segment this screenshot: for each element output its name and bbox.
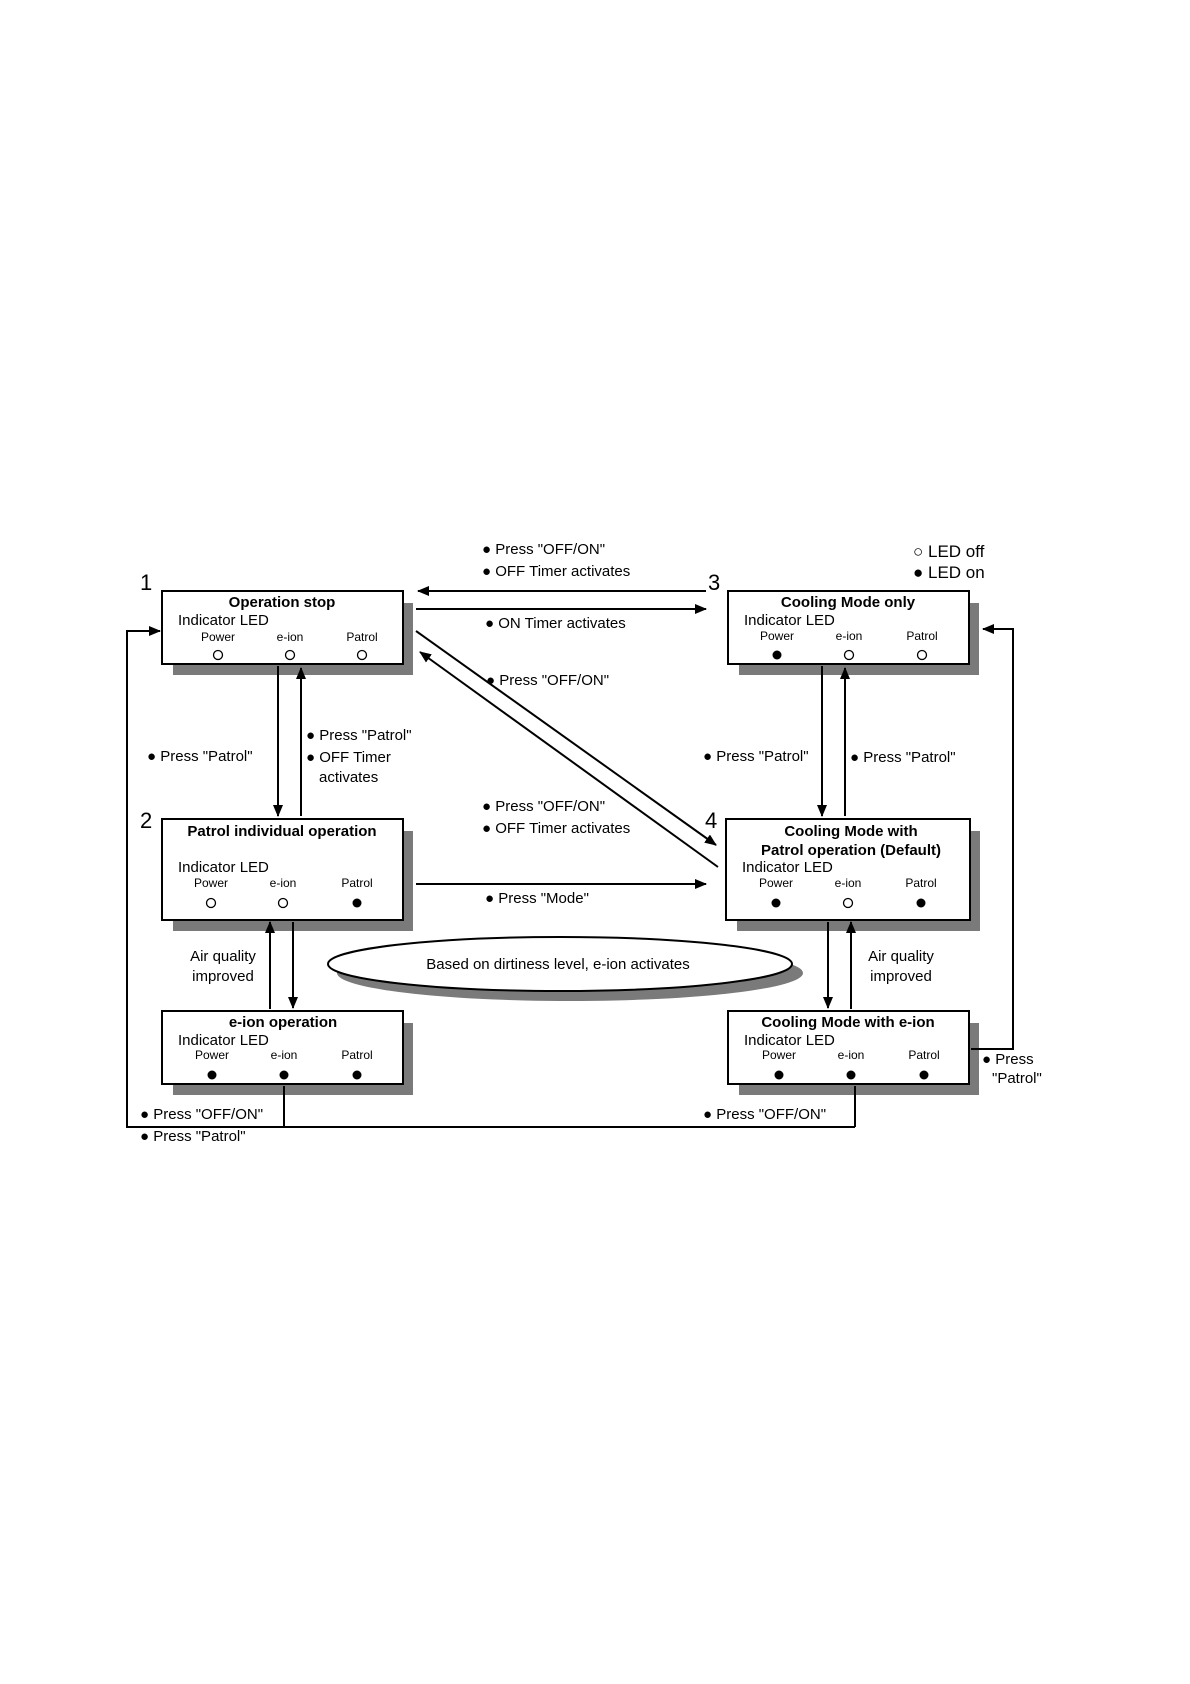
led-label-power: Power bbox=[760, 629, 794, 643]
arrow-s6-to-s3 bbox=[971, 624, 1014, 1050]
led-label-eion: e-ion bbox=[835, 876, 862, 890]
arrow-bottom-to-s1 bbox=[126, 626, 855, 1128]
legend-led-off: ○ LED off bbox=[913, 542, 985, 561]
label-s3-to-s1-a: ● Press "OFF/ON" bbox=[482, 541, 605, 558]
led-label-eion: e-ion bbox=[838, 1048, 865, 1062]
indicator-led-label: Indicator LED bbox=[178, 1032, 269, 1049]
state-cooling-mode-with-e-ion: Cooling Mode with e-ion Indicator LED Po… bbox=[727, 1010, 979, 1095]
indicator-led-label: Indicator LED bbox=[178, 859, 269, 876]
indicator-led-label: Indicator LED bbox=[742, 859, 833, 876]
label-s2-to-s4: ● Press "Mode" bbox=[485, 890, 589, 907]
label-s6-to-s3-b: "Patrol" bbox=[992, 1070, 1042, 1087]
led-patrol bbox=[919, 1070, 929, 1080]
label-s1-to-s3: ● ON Timer activates bbox=[485, 615, 626, 632]
note-text: Based on dirtiness level, e-ion activate… bbox=[426, 956, 689, 973]
led-eion bbox=[284, 649, 296, 661]
label-s3-to-s1-b: ● OFF Timer activates bbox=[482, 563, 630, 580]
label-s6-to-s1: ● Press "OFF/ON" bbox=[703, 1106, 826, 1123]
note-ellipse bbox=[327, 936, 793, 992]
led-eion bbox=[277, 897, 289, 909]
led-label-power: Power bbox=[201, 630, 235, 644]
arrow-s4-to-s1 bbox=[419, 651, 719, 868]
state-title: Cooling Mode only bbox=[781, 594, 916, 611]
state-title: Cooling Mode with e-ion bbox=[761, 1014, 934, 1031]
state-number: 2 bbox=[140, 808, 152, 833]
indicator-led-label: Indicator LED bbox=[744, 1032, 835, 1049]
led-label-power: Power bbox=[762, 1048, 796, 1062]
state-title: Patrol individual operation bbox=[187, 823, 376, 840]
led-label-patrol: Patrol bbox=[906, 629, 937, 643]
label-s6-to-s3-a: ● Press bbox=[982, 1051, 1034, 1068]
led-eion bbox=[843, 649, 855, 661]
arrow-s1-to-s4 bbox=[415, 630, 717, 846]
led-label-patrol: Patrol bbox=[341, 1048, 372, 1062]
label-s5-to-s2-a: Air quality bbox=[190, 948, 256, 965]
led-patrol bbox=[916, 898, 926, 908]
state-number: 1 bbox=[140, 570, 152, 595]
state-title-line2: Patrol operation (Default) bbox=[761, 842, 941, 859]
state-box bbox=[161, 1010, 404, 1085]
led-power bbox=[774, 1070, 784, 1080]
led-label-eion: e-ion bbox=[270, 876, 297, 890]
led-label-eion: e-ion bbox=[271, 1048, 298, 1062]
label-s2-to-s1-b: ● OFF Timer bbox=[306, 749, 391, 766]
led-power bbox=[205, 897, 217, 909]
led-power bbox=[772, 650, 782, 660]
led-label-patrol: Patrol bbox=[905, 876, 936, 890]
led-eion bbox=[846, 1070, 856, 1080]
led-patrol bbox=[352, 1070, 362, 1080]
led-label-power: Power bbox=[759, 876, 793, 890]
led-patrol bbox=[916, 649, 928, 661]
label-s4-to-s1-a: ● Press "OFF/ON" bbox=[482, 798, 605, 815]
label-s5-to-s1-a: ● Press "OFF/ON" bbox=[140, 1106, 263, 1123]
label-s2-to-s1-a: ● Press "Patrol" bbox=[306, 727, 412, 744]
label-s6-to-s4-b: improved bbox=[870, 968, 932, 985]
led-eion bbox=[842, 897, 854, 909]
label-s6-to-s4-a: Air quality bbox=[868, 948, 934, 965]
led-label-patrol: Patrol bbox=[908, 1048, 939, 1062]
led-patrol bbox=[352, 898, 362, 908]
state-operation-stop: 1 Operation stop Indicator LED Power e-i… bbox=[140, 570, 413, 675]
state-number: 3 bbox=[708, 570, 720, 595]
state-cooling-mode-only: 3 Cooling Mode only Indicator LED Power … bbox=[708, 570, 979, 675]
led-label-power: Power bbox=[194, 876, 228, 890]
state-e-ion-operation: e-ion operation Indicator LED Power e-io… bbox=[161, 1010, 413, 1095]
indicator-led-label: Indicator LED bbox=[178, 612, 269, 629]
indicator-led-label: Indicator LED bbox=[744, 612, 835, 629]
label-s5-to-s1-b: ● Press "Patrol" bbox=[140, 1128, 246, 1145]
state-patrol-individual-operation: 2 Patrol individual operation Indicator … bbox=[140, 808, 413, 931]
state-title-line1: Cooling Mode with bbox=[784, 823, 917, 840]
state-title: e-ion operation bbox=[229, 1014, 337, 1031]
label-s4-to-s1-b: ● OFF Timer activates bbox=[482, 820, 630, 837]
led-power bbox=[207, 1070, 217, 1080]
led-power bbox=[212, 649, 224, 661]
led-label-patrol: Patrol bbox=[346, 630, 377, 644]
legend: ○ LED off ● LED on bbox=[913, 542, 985, 582]
led-eion bbox=[279, 1070, 289, 1080]
label-s4-to-s3: ● Press "Patrol" bbox=[850, 749, 956, 766]
label-s2-to-s1-c: activates bbox=[319, 769, 378, 786]
led-label-power: Power bbox=[195, 1048, 229, 1062]
label-s3-to-s4: ● Press "Patrol" bbox=[703, 748, 809, 765]
label-s5-to-s2-b: improved bbox=[192, 968, 254, 985]
label-s1-to-s2: ● Press "Patrol" bbox=[147, 748, 253, 765]
led-patrol bbox=[356, 649, 368, 661]
legend-led-on: ● LED on bbox=[913, 563, 985, 582]
led-power bbox=[771, 898, 781, 908]
note-dirtiness: Based on dirtiness level, e-ion activate… bbox=[327, 936, 803, 1001]
label-s1-to-s4: ● Press "OFF/ON" bbox=[486, 672, 609, 689]
led-label-patrol: Patrol bbox=[341, 876, 372, 890]
state-cooling-mode-with-patrol: 4 Cooling Mode with Patrol operation (De… bbox=[705, 808, 980, 931]
led-label-eion: e-ion bbox=[836, 629, 863, 643]
state-number: 4 bbox=[705, 808, 717, 833]
led-label-eion: e-ion bbox=[277, 630, 304, 644]
state-title: Operation stop bbox=[229, 594, 336, 611]
